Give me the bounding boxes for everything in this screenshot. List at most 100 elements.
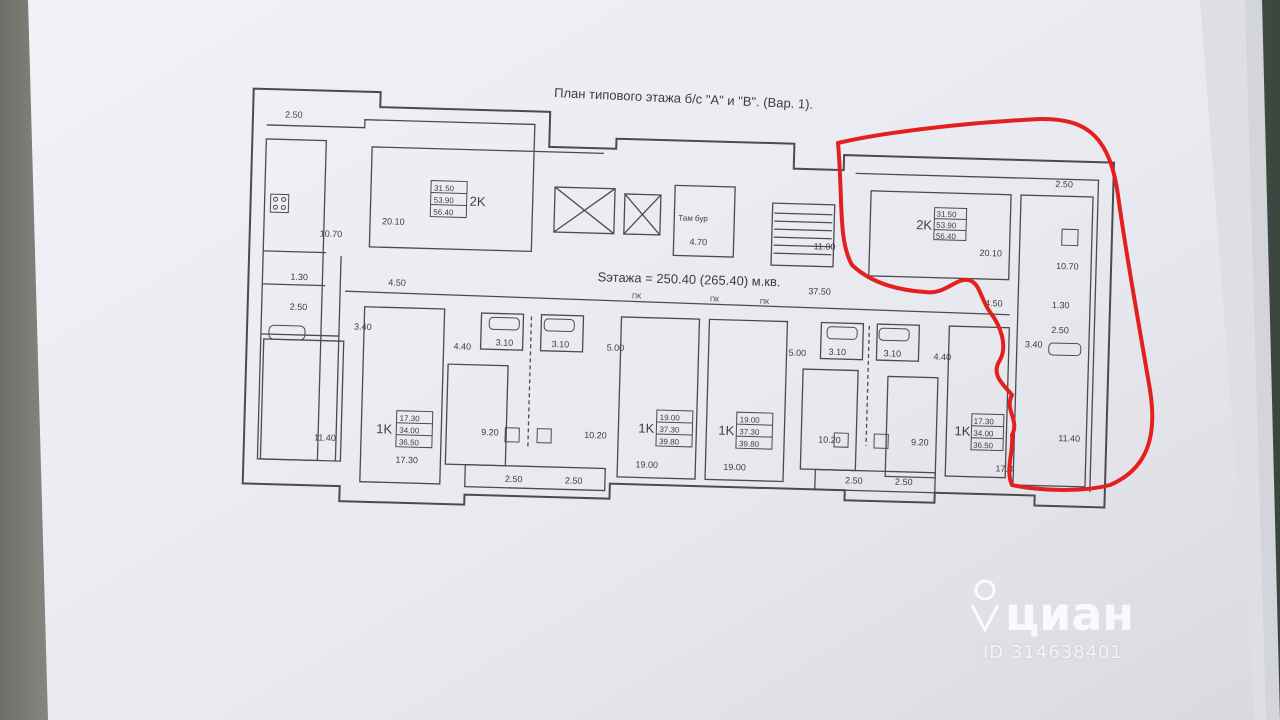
- svg-text:11.40: 11.40: [314, 432, 336, 443]
- svg-text:1K: 1K: [954, 423, 971, 438]
- cian-pin-icon: [970, 579, 1000, 634]
- svg-text:ПК: ПК: [632, 293, 642, 300]
- corridor-wall-top: [345, 290, 1010, 316]
- svg-text:37.30: 37.30: [739, 427, 760, 437]
- tambur-label: Там бур: [678, 213, 708, 223]
- svg-text:1K: 1K: [376, 421, 393, 436]
- svg-text:4.40: 4.40: [453, 341, 471, 351]
- svg-text:2.50: 2.50: [1055, 179, 1073, 189]
- svg-text:2.50: 2.50: [1051, 325, 1069, 335]
- svg-text:4.50: 4.50: [985, 298, 1003, 308]
- paper-sheet-back-2: [1200, 0, 1266, 720]
- svg-text:19.00: 19.00: [635, 459, 658, 470]
- svg-text:1K: 1K: [638, 420, 655, 435]
- shaft-right: [865, 325, 871, 446]
- svg-text:10.70: 10.70: [1056, 261, 1079, 272]
- apt-label-1k-b: 19.00 37.30 39.80 1K: [638, 409, 694, 448]
- left-2k-living: [368, 146, 535, 253]
- svg-text:31.50: 31.50: [434, 184, 455, 194]
- svg-text:3.40: 3.40: [354, 321, 372, 331]
- svg-text:17.30: 17.30: [395, 455, 418, 466]
- paper-sheet: [28, 0, 1255, 720]
- svg-text:17.30: 17.30: [974, 417, 995, 427]
- inner-wall-top: [266, 119, 605, 155]
- cian-watermark: циан: [970, 579, 1134, 641]
- floor-plan: 31.50 53.90 56.40 2K 17.30 34.00 36.50 1…: [241, 87, 1116, 509]
- room-area-labels: 2.50 10.70 1.30 2.50 3.40 11.40 20.10 4.…: [285, 109, 1080, 487]
- svg-text:ПК: ПК: [710, 296, 720, 303]
- stairwell: [770, 202, 836, 268]
- left-corridor-wall: [334, 256, 342, 462]
- svg-text:5.00: 5.00: [788, 348, 806, 358]
- svg-text:3.10: 3.10: [496, 337, 514, 347]
- svg-text:39.80: 39.80: [659, 437, 680, 447]
- svg-text:17.30: 17.30: [399, 414, 420, 424]
- outer-wall: [241, 87, 1116, 509]
- svg-text:53.90: 53.90: [936, 221, 957, 231]
- svg-text:3.10: 3.10: [883, 348, 901, 358]
- svg-text:10.70: 10.70: [320, 228, 343, 239]
- inner-wall-right: [855, 172, 1100, 493]
- svg-text:11.40: 11.40: [1058, 433, 1080, 444]
- svg-text:37.50: 37.50: [808, 286, 831, 297]
- wet-core-2-right-bath: [875, 323, 921, 362]
- svg-text:56.40: 56.40: [433, 208, 454, 218]
- svg-text:34.00: 34.00: [399, 426, 420, 436]
- svg-text:3.40: 3.40: [1025, 339, 1043, 349]
- svg-text:3.10: 3.10: [552, 339, 570, 349]
- apt-label-1k-d: 17.30 34.00 36.50 1K: [954, 413, 1005, 452]
- apt-1k-a-room: [359, 306, 446, 485]
- apt-1k-b-room: [616, 316, 701, 480]
- left-bath-divider-3: [260, 333, 339, 337]
- apt-label-2k-right: 31.50 53.90 56.40 2K: [916, 207, 968, 242]
- svg-text:39.80: 39.80: [739, 439, 760, 449]
- svg-text:56.40: 56.40: [936, 232, 957, 242]
- wet-core-2-left-bath: [819, 321, 865, 361]
- svg-text:19.00: 19.00: [740, 415, 761, 425]
- right-kitchen-room: [1012, 194, 1094, 488]
- svg-text:4.50: 4.50: [388, 277, 406, 287]
- total-floor-area: Sэтажа = 250.40 (265.40) м.кв.: [597, 269, 780, 289]
- tambur-room: [672, 184, 736, 258]
- svg-text:36.50: 36.50: [399, 438, 420, 448]
- svg-text:17.3: 17.3: [995, 463, 1013, 473]
- svg-text:1K: 1K: [718, 423, 735, 438]
- left-room-area: [259, 338, 345, 462]
- right-2k-living: [868, 190, 1012, 281]
- svg-text:10.20: 10.20: [584, 430, 607, 441]
- svg-text:31.50: 31.50: [936, 210, 957, 220]
- wet-core-left-bath: [479, 312, 525, 351]
- apt-1k-d-room: [944, 325, 1011, 479]
- svg-text:34.00: 34.00: [973, 429, 994, 439]
- svg-text:2K: 2K: [916, 217, 933, 232]
- svg-text:20.10: 20.10: [382, 216, 405, 227]
- svg-text:2.50: 2.50: [565, 475, 583, 485]
- svg-text:ПК: ПК: [760, 299, 770, 306]
- svg-text:36.50: 36.50: [973, 441, 994, 451]
- svg-text:3.10: 3.10: [828, 347, 846, 357]
- shaft-left: [527, 316, 533, 447]
- balcony-a: [464, 463, 606, 492]
- elevator-2-x2: [623, 194, 662, 235]
- svg-text:37.30: 37.30: [659, 425, 680, 435]
- svg-text:5.00: 5.00: [607, 343, 625, 353]
- svg-text:2.50: 2.50: [290, 302, 308, 312]
- svg-text:10.20: 10.20: [818, 434, 841, 445]
- svg-text:4.70: 4.70: [689, 237, 707, 247]
- left-bath-divider: [263, 250, 327, 254]
- svg-text:4.40: 4.40: [933, 352, 951, 362]
- svg-text:1.30: 1.30: [290, 272, 308, 282]
- left-bath-divider-2: [262, 283, 326, 287]
- svg-text:1.30: 1.30: [1052, 300, 1070, 310]
- apt-label-2k-left: 31.50 53.90 56.40 2K: [429, 180, 486, 219]
- wet-core-right-bath: [539, 314, 585, 353]
- svg-text:2.50: 2.50: [845, 475, 863, 485]
- svg-text:2.50: 2.50: [285, 109, 303, 119]
- svg-text:9.20: 9.20: [481, 427, 499, 437]
- svg-text:2.50: 2.50: [895, 477, 913, 487]
- svg-text:53.90: 53.90: [434, 196, 455, 206]
- svg-text:20.10: 20.10: [979, 248, 1002, 259]
- apt-1k-d-kitchen: [884, 375, 939, 479]
- red-highlight-outline: [836, 116, 1155, 492]
